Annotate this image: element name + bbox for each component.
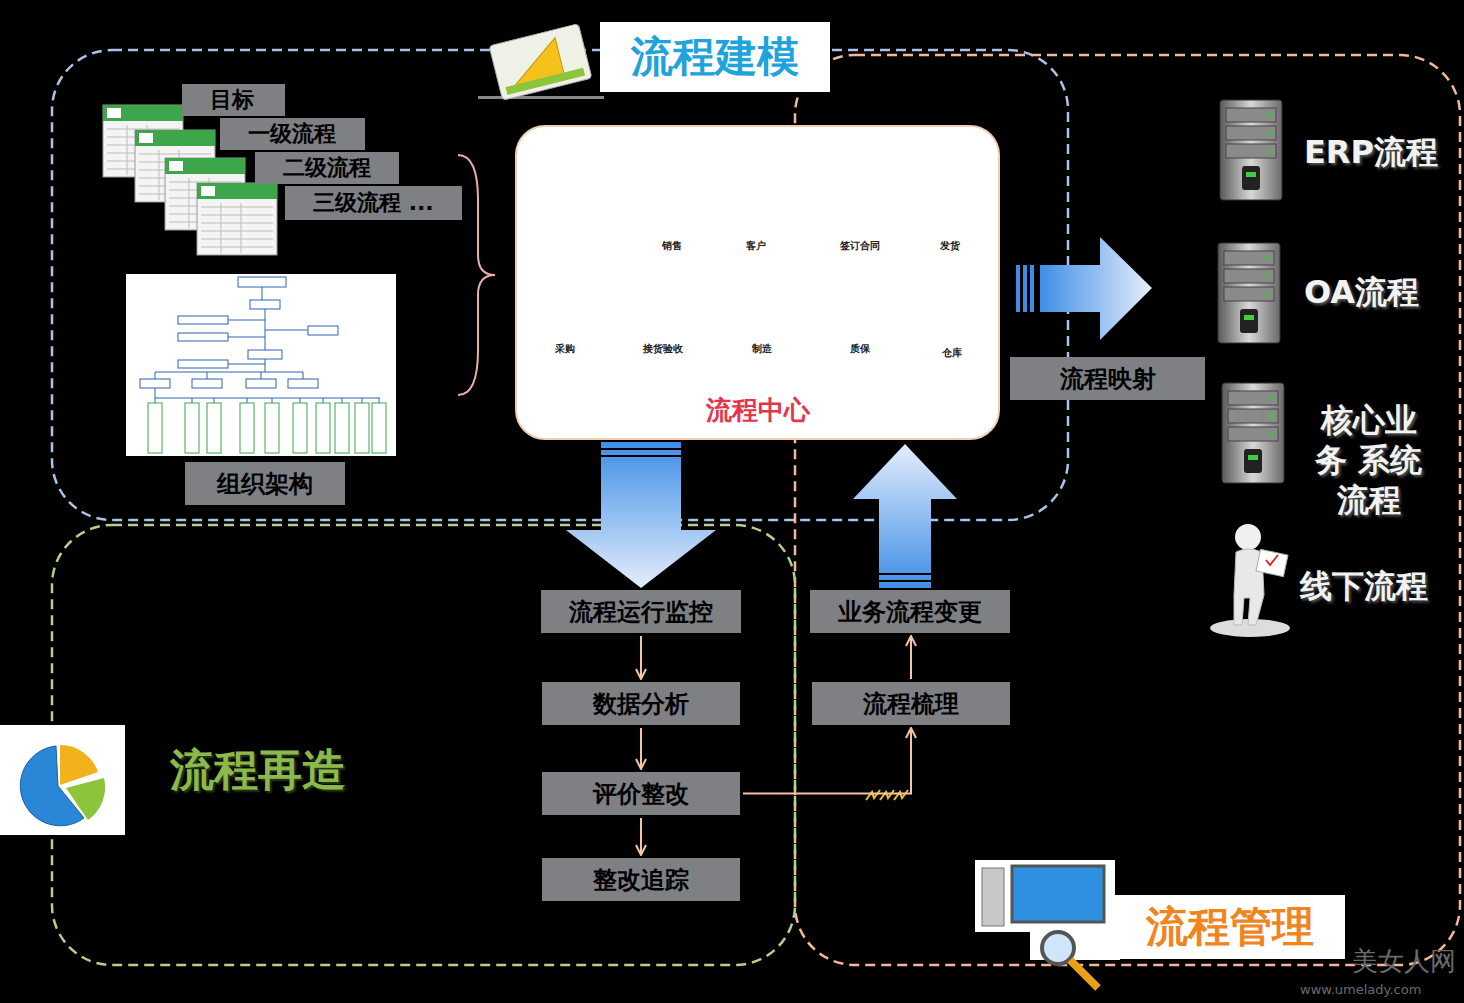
watermark: 美女人网: [1352, 944, 1456, 979]
node-text: 组织架构: [201, 464, 329, 504]
connector: [641, 636, 642, 679]
flow-step: 仓库: [920, 284, 984, 364]
region-heading: 流程管理: [1115, 895, 1345, 959]
process-center: 流程中心销售客户签订合同发货采购接货验收制造质保仓库: [515, 125, 1000, 440]
system-label: 核心业务 系统流程: [1296, 396, 1441, 484]
node-text: 整改追踪: [577, 860, 705, 900]
node-text: 核心业务 系统流程: [1296, 396, 1441, 524]
flow-step: 销售: [640, 182, 704, 257]
connector: [641, 818, 642, 855]
connector: [641, 728, 642, 769]
node-text: 仓库: [914, 342, 990, 364]
step-box: 整改追踪: [542, 858, 740, 901]
step-box: 流程运行监控: [541, 590, 741, 633]
connector: [743, 728, 911, 794]
flow-step: 发货: [918, 182, 982, 257]
connector: [853, 444, 957, 588]
step-box: 三级流程 ...: [285, 186, 462, 220]
node-text: 流程中心: [517, 389, 998, 432]
flow-step: 签订合同: [828, 182, 892, 257]
system-label: ERP流程: [1288, 128, 1438, 172]
node-text: 接货验收: [625, 338, 701, 360]
node-text: 质保: [822, 338, 898, 360]
step-box: 目标: [182, 84, 285, 116]
node-text: 线下流程: [1284, 562, 1444, 610]
node-text: 流程运行监控: [553, 592, 729, 632]
system-label: 线下流程: [1284, 562, 1434, 606]
node-text: 客户: [718, 235, 794, 257]
connector: [566, 442, 716, 588]
node-text: 制造: [724, 338, 800, 360]
node-text: 数据分析: [577, 684, 705, 724]
step-box: 流程梳理: [812, 682, 1010, 725]
step-box: 一级流程: [220, 118, 365, 150]
node-text: 三级流程 ...: [297, 184, 450, 222]
region-heading: 流程再造: [150, 738, 365, 802]
node-text: 销售: [634, 235, 710, 257]
flow-step: 客户: [724, 182, 788, 257]
flow-step: 质保: [828, 284, 892, 360]
node-text: ERP流程: [1288, 128, 1454, 176]
node-text: OA流程: [1288, 268, 1435, 316]
flow-step: 接货验收: [631, 284, 695, 360]
region-panel: 流程管理 ERP流程 OA流程核心业务 系统流程线下流程 流程映射流程梳理 业务流程变更: [795, 55, 1460, 965]
node-text: 流程映射: [1044, 359, 1172, 399]
node-text: 采购: [527, 338, 603, 360]
region-heading: 流程建模: [600, 22, 830, 92]
node-text: 评价整改: [577, 774, 705, 814]
region-outline: [52, 525, 795, 965]
step-box: 数据分析: [542, 682, 740, 725]
step-box: 二级流程: [255, 152, 399, 184]
node-text: 流程梳理: [847, 684, 975, 724]
node-text: 一级流程: [232, 115, 352, 153]
system-label: OA流程: [1288, 268, 1438, 312]
region-panel: 流程建模目标一级流程二级流程三级流程 ...组织架构流程中心销售客户签订合同发货…: [52, 50, 1068, 520]
step-box: 业务流程变更: [810, 590, 1010, 633]
connector: [911, 636, 912, 679]
region-panel: 流程再造 流程运行监控数据分析评价整改整改追踪: [52, 525, 795, 965]
node-text: 目标: [194, 81, 270, 119]
node-text: 二级流程: [267, 149, 387, 187]
step-box: 评价整改: [542, 772, 740, 815]
flow-step: 制造: [730, 284, 794, 360]
flow-step: 采购: [533, 284, 597, 360]
step-box: 流程映射: [1010, 357, 1205, 400]
node-text: 业务流程变更: [822, 592, 998, 632]
node-text: 签订合同: [822, 235, 898, 257]
watermark: www.umelady.com: [1300, 982, 1421, 997]
node-text: 发货: [912, 235, 988, 257]
step-box: 组织架构: [185, 462, 345, 505]
region-outline: [52, 50, 1068, 520]
